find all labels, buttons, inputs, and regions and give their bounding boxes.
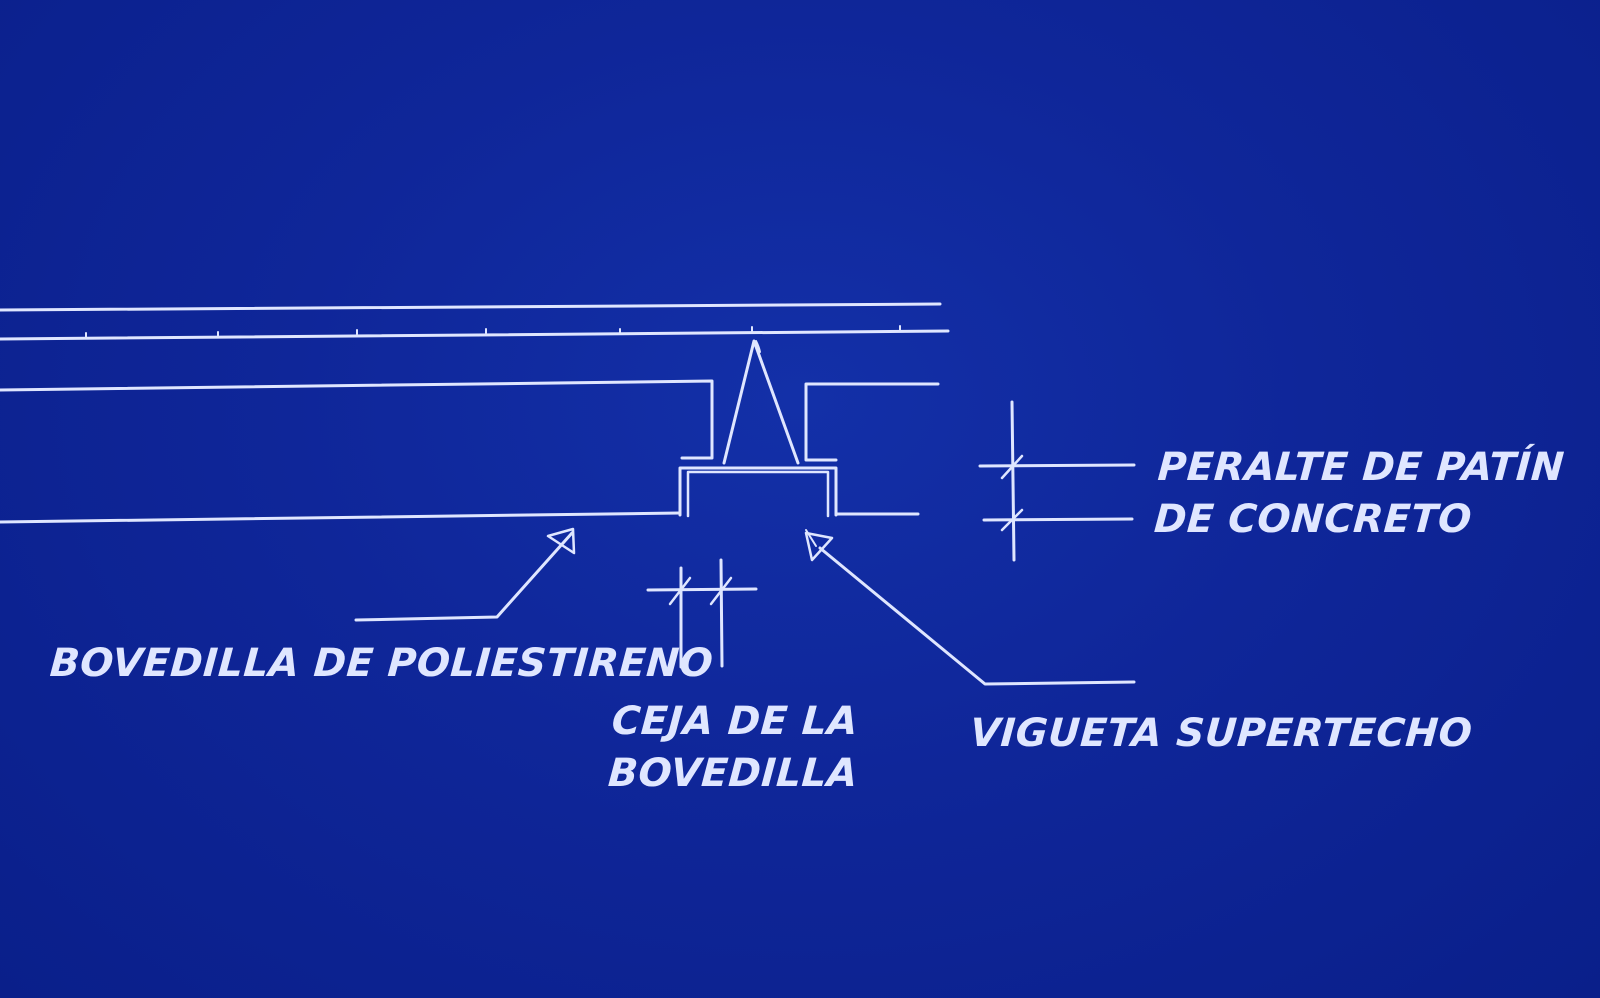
label-vigueta-supertecho: VIGUETA SUPERTECHO: [968, 711, 1474, 756]
ceja-dimension: [646, 558, 758, 669]
label-peralte-line1: PERALTE DE PATÍN: [1156, 445, 1566, 490]
leader-vigueta: [818, 546, 1136, 686]
label-peralte-line2: DE CONCRETO: [1152, 497, 1474, 542]
label-peralte-patin: PERALTE DE PATÍN DE CONCRETO: [1152, 442, 1566, 546]
label-bovedilla-poliestireno: BOVEDILLA DE POLIESTIRENO: [48, 641, 715, 686]
label-ceja-bovedilla: CEJA DE LA BOVEDILLA: [606, 696, 863, 800]
joist-base: [678, 466, 838, 517]
slab-top-line: [0, 302, 942, 312]
right-block-outline: [804, 382, 940, 462]
slab-mesh-line: [0, 329, 950, 341]
left-block-outline: [0, 379, 714, 460]
label-ceja-line1: CEJA DE LA: [610, 699, 860, 744]
joist-web: [722, 339, 800, 465]
joist-top-bar: [755, 340, 761, 353]
mesh-ticks: [85, 325, 901, 338]
bottom-line: [0, 511, 920, 524]
arrow-bovedilla: [546, 527, 576, 555]
leader-bovedilla: [354, 531, 574, 622]
label-ceja-line2: BOVEDILLA: [606, 751, 860, 796]
arrow-vigueta: [804, 531, 834, 562]
peralte-dimension: [978, 400, 1136, 562]
